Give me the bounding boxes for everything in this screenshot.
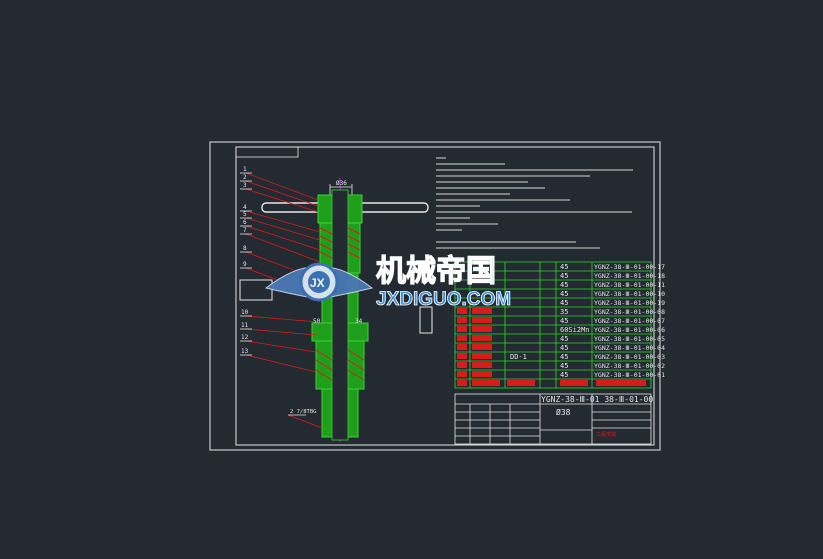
thread-hatching [315,349,365,381]
sheet-outer-frame [209,141,661,451]
bom-part-no: YGNZ-38-Ⅲ-01-00-08 [594,308,665,316]
bom-material: 45 [560,263,568,271]
callout-3: 3 [243,182,247,189]
bom-material: 60Si2Mn [560,326,590,334]
callout-2: 2 [243,174,247,181]
bom-table [454,261,652,389]
watermark-logo-text: JX [310,276,325,290]
callout-12: 12 [241,334,249,341]
bom-part-no: YGNZ-38-Ⅲ-01-00-04 [594,344,665,352]
callout-4: 4 [243,204,247,211]
bom-part-no: YGNZ-38-Ⅲ-01-00-19 [594,299,665,307]
watermark-logo: JX [264,262,374,302]
bom-part-no: YGNZ-38-Ⅲ-01-00-11 [594,281,665,289]
bom-part-no: YGNZ-38-Ⅲ-01-00-01 [594,371,665,379]
sheet-corner-tab [235,146,299,158]
drawing-number: YGNZ-38-Ⅲ-01 38-Ⅲ-01-00 [541,395,653,404]
bom-material: 45 [560,290,568,298]
title-block [454,393,652,445]
school-name: 工程学院 [596,431,616,438]
bom-material: 45 [560,362,568,370]
bom-special: DD-1 [510,353,527,361]
bom-material: 45 [560,272,568,280]
dimension-top [329,184,353,195]
mid-label-50: 50 [313,318,321,325]
bom-material: 45 [560,371,568,379]
bom-material: 45 [560,344,568,352]
bom-part-no: YGNZ-38-Ⅲ-01-00-10 [594,290,665,298]
side-bolt [419,306,433,334]
bom-part-no: YGNZ-38-Ⅲ-01-00-07 [594,317,665,325]
thread-note: 2 7/8TBG [290,409,317,415]
spring-coils [319,227,361,259]
bom-row-markers [457,308,646,386]
drawing-size: Ø38 [556,407,571,417]
callout-1: 1 [243,166,247,173]
technical-notes [436,157,633,249]
callout-5: 5 [243,211,247,218]
callout-10: 10 [241,309,249,316]
bom-material: 45 [560,317,568,325]
sheet-inner-frame [235,146,655,446]
callout-6: 6 [243,219,247,226]
bom-material: 35 [560,308,568,316]
bom-material: 45 [560,281,568,289]
inner-bore [331,189,349,441]
watermark-cn: 机械帝国 [376,254,496,288]
bom-material: 45 [560,299,568,307]
callout-7: 7 [243,227,247,234]
mid-label-34: 34 [355,318,363,325]
bom-part-no: YGNZ-38-Ⅲ-01-00-03 [594,353,665,361]
callout-11: 11 [241,322,249,329]
bom-part-no: YGNZ-38-Ⅲ-01-00-17 [594,263,665,271]
callout-underlines [240,172,306,416]
bom-material: 45 [560,335,568,343]
bom-part-no: YGNZ-38-Ⅲ-01-00-02 [594,362,665,370]
bom-part-no: YGNZ-38-Ⅲ-01-00-06 [594,326,665,334]
bom-part-no: YGNZ-38-Ⅲ-01-00-18 [594,272,665,280]
watermark-en: JXDIGUO.COM [376,289,511,310]
callout-13: 13 [241,348,249,355]
bom-part-no: YGNZ-38-Ⅲ-01-00-05 [594,335,665,343]
bom-material: 45 [560,353,568,361]
callout-9: 9 [243,261,247,268]
callout-8: 8 [243,245,247,252]
left-bracket [239,279,273,301]
dimension-label: Ø36 [336,180,347,187]
